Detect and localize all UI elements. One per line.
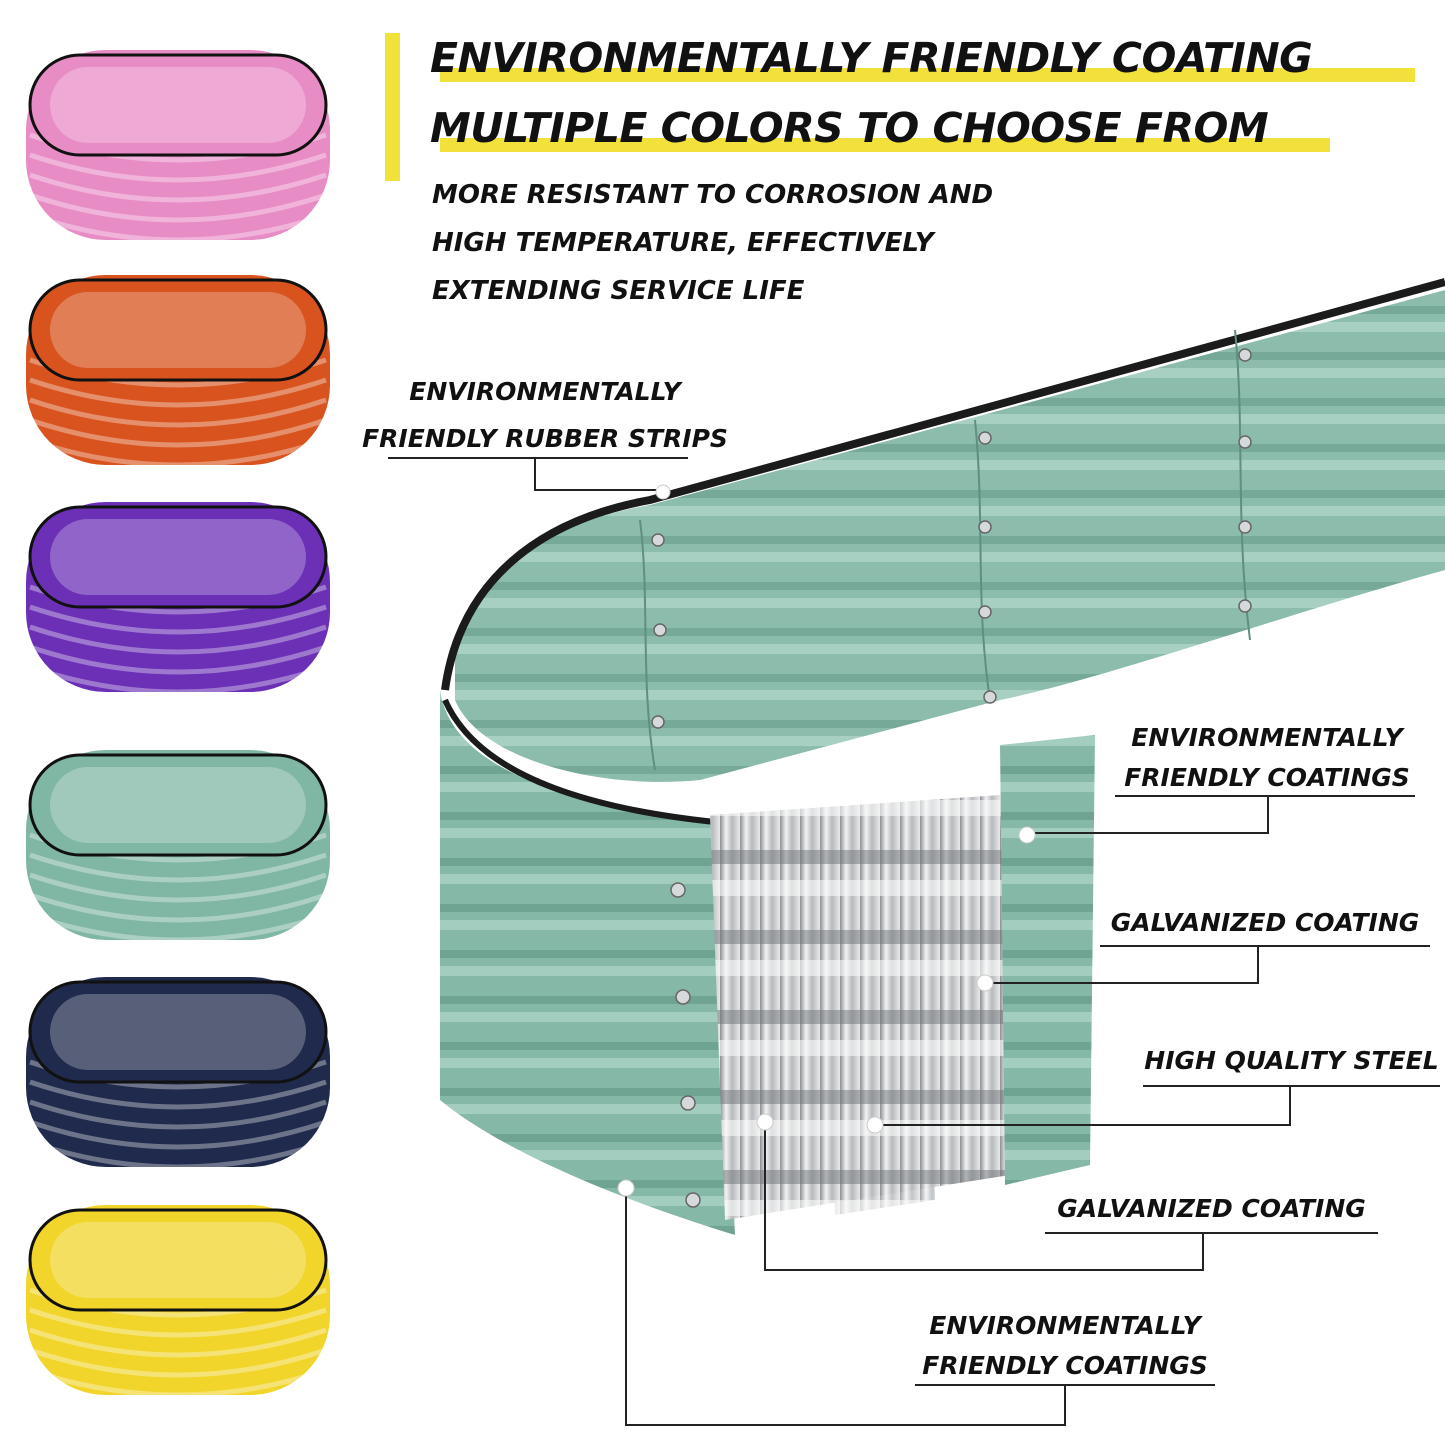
steel-layer [820,800,935,1215]
callout-text: ENVIRONMENTALLY [409,377,681,406]
rubber-strip [441,278,1445,691]
callout-lines [388,457,1440,1426]
outer-wall [440,690,735,1235]
planter-pink [26,50,330,243]
inner-wall [455,290,1445,782]
callout-text: FRIENDLY COATINGS [1124,763,1410,792]
title-line-2: MULTIPLE COLORS TO CHOOSE FROM [430,104,1269,152]
callout-coatings-top: ENVIRONMENTALLY FRIENDLY COATINGS [1112,718,1422,798]
callout-text: FRIENDLY RUBBER STRIPS [362,424,728,453]
color-options [26,50,330,1398]
planter-orange [26,275,330,468]
callout-steel: HIGH QUALITY STEEL [1144,1046,1439,1075]
description-line: EXTENDING SERVICE LIFE [432,276,805,306]
title-line-1: ENVIRONMENTALLY FRIENDLY COATING [430,34,1313,82]
title-highlight [440,68,1415,82]
callout-galvanized-bottom: GALVANIZED COATING [1057,1194,1366,1223]
back-coating-layer [1000,735,1095,1185]
callout-text: ENVIRONMENTALLY [1131,723,1403,752]
accent-bar [385,33,400,181]
title-highlight [440,138,1330,152]
callout-dots [617,484,1036,1197]
callout-text: ENVIRONMENTALLY [929,1311,1201,1340]
callout-galvanized-top: GALVANIZED COATING [1110,908,1420,937]
planter-purple [26,502,330,695]
planter-navy [26,977,330,1170]
description-line: HIGH TEMPERATURE, EFFECTIVELY [432,228,934,258]
planter-yellow [26,1205,330,1398]
planter-sage [26,750,330,943]
callout-rubber-strips: ENVIRONMENTALLY FRIENDLY RUBBER STRIPS [350,368,740,462]
callout-text: FRIENDLY COATINGS [922,1351,1208,1380]
description-line: MORE RESISTANT TO CORROSION AND [432,180,994,210]
callout-coatings-bottom: ENVIRONMENTALLY FRIENDLY COATINGS [912,1306,1218,1386]
